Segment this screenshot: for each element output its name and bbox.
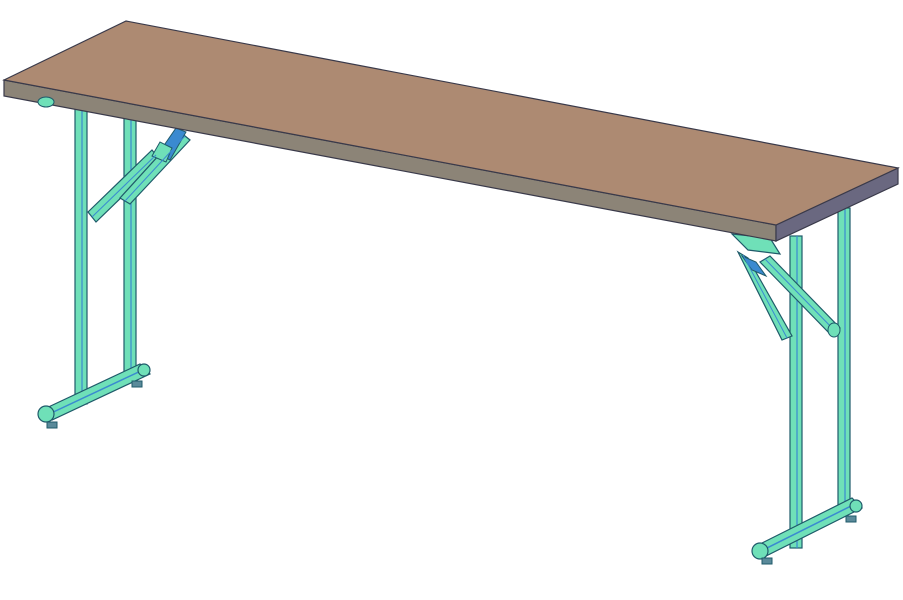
left-foot-bar [37, 363, 152, 423]
right-leg-assembly [730, 207, 864, 565]
left-hinge-cap [37, 96, 55, 108]
tabletop [2, 20, 900, 242]
right-folding-brace [730, 233, 841, 341]
left-leg-assembly [37, 103, 191, 429]
left-front-leg [74, 103, 88, 405]
right-glides [761, 515, 857, 565]
tabletop-surface [2, 20, 900, 226]
right-foot-bar [751, 497, 864, 560]
left-back-leg [123, 111, 137, 375]
left-folding-brace [87, 127, 191, 223]
left-glides [46, 380, 143, 429]
right-back-leg [837, 207, 851, 509]
